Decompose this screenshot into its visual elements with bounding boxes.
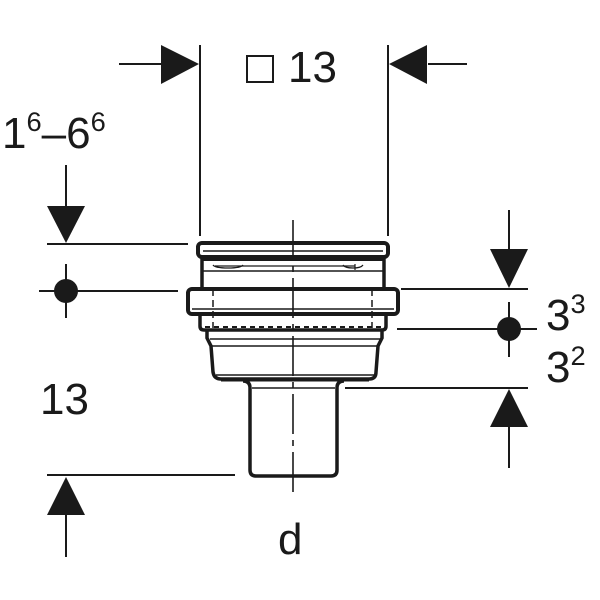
left-range-dimension xyxy=(39,165,188,318)
top-width-dimension xyxy=(119,45,467,236)
diameter-label: d xyxy=(278,515,303,564)
range-max-sup: 6 xyxy=(90,106,106,137)
right-height-dimension xyxy=(345,210,537,468)
right-upper-label: 33 xyxy=(546,290,586,338)
left-height-dimension xyxy=(47,474,235,557)
arrow-down-icon xyxy=(47,206,85,243)
arrow-up-icon xyxy=(490,389,528,427)
top-width-label: 13 xyxy=(246,46,337,90)
range-separator: – xyxy=(41,108,67,158)
top-width-value: 13 xyxy=(288,43,337,92)
right-lower-sup: 2 xyxy=(570,340,586,371)
datum-dot-icon xyxy=(54,279,78,303)
arrow-up-icon xyxy=(47,477,85,515)
range-max-base: 6 xyxy=(66,108,91,158)
right-upper-sup: 3 xyxy=(570,288,586,319)
right-lower-label: 32 xyxy=(546,342,586,390)
square-symbol-icon xyxy=(246,55,274,83)
datum-dot-icon xyxy=(497,317,521,341)
left-height-label: 13 xyxy=(40,375,89,424)
top-range-label: 16–66 xyxy=(2,108,106,156)
right-upper-base: 3 xyxy=(546,290,571,340)
right-lower-base: 3 xyxy=(546,342,571,392)
range-min-base: 1 xyxy=(2,108,27,158)
arrow-left-icon xyxy=(389,45,427,84)
range-min-sup: 6 xyxy=(26,106,42,137)
arrow-right-icon xyxy=(161,45,199,84)
arrow-down-icon xyxy=(490,249,528,288)
